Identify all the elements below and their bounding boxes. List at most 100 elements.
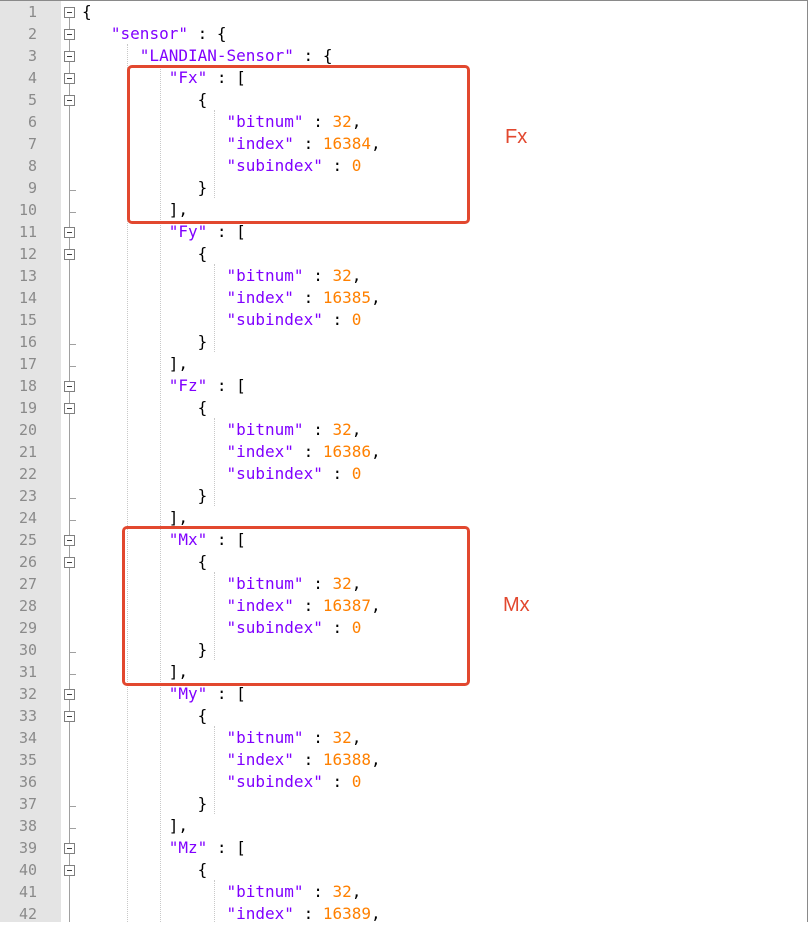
line-number: 35 [18, 751, 37, 769]
line-number: 29 [18, 619, 37, 637]
code-line[interactable]: { [82, 89, 208, 111]
line-number: 17 [18, 355, 37, 373]
code-line[interactable]: "subindex" : 0 [82, 463, 362, 485]
code-line[interactable]: { [82, 397, 208, 419]
json-key-token: "index" [226, 134, 294, 153]
fold-collapse-icon[interactable] [64, 381, 75, 392]
fold-end-marker [70, 520, 76, 521]
line-number: 20 [18, 421, 37, 439]
line-number: 13 [18, 267, 37, 285]
json-punctuation-token: ], [168, 354, 188, 373]
json-key-token: "Fx" [168, 68, 208, 87]
json-key-token: "My" [168, 684, 208, 703]
indent-whitespace [82, 420, 227, 439]
code-line[interactable]: ], [82, 507, 188, 529]
fold-collapse-icon[interactable] [64, 95, 75, 106]
fold-collapse-icon[interactable] [64, 227, 75, 238]
fold-collapse-icon[interactable] [64, 249, 75, 260]
code-line[interactable]: "bitnum" : 32, [82, 419, 362, 441]
json-key-token: "subindex" [226, 772, 323, 791]
code-line[interactable]: "index" : 16388, [82, 749, 381, 771]
code-line[interactable]: "Fx" : [ [82, 67, 246, 89]
fold-collapse-icon[interactable] [64, 73, 75, 84]
fold-collapse-icon[interactable] [64, 865, 75, 876]
code-line[interactable]: } [82, 177, 208, 199]
json-punctuation-token: , [371, 904, 381, 923]
fold-collapse-icon[interactable] [64, 843, 75, 854]
code-line[interactable]: "index" : 16387, [82, 595, 381, 617]
fold-collapse-icon[interactable] [64, 7, 75, 18]
indent-guide [214, 880, 215, 922]
window-top-border [0, 0, 808, 1]
fold-end-marker [70, 674, 76, 675]
code-line[interactable]: ], [82, 661, 188, 683]
line-number: 8 [27, 157, 37, 175]
json-number-token: 0 [351, 156, 362, 175]
indent-whitespace [82, 398, 198, 417]
code-line[interactable]: "index" : 16389, [82, 903, 381, 925]
json-punctuation-token: { [197, 398, 208, 417]
code-line[interactable]: "Fy" : [ [82, 221, 246, 243]
fold-collapse-icon[interactable] [64, 51, 75, 62]
code-line[interactable]: { [82, 243, 208, 265]
code-line[interactable]: "index" : 16385, [82, 287, 381, 309]
code-line[interactable]: ], [82, 199, 188, 221]
line-number: 33 [18, 707, 37, 725]
code-line[interactable]: } [82, 485, 208, 507]
code-line[interactable]: "subindex" : 0 [82, 771, 362, 793]
code-line[interactable]: "Fz" : [ [82, 375, 246, 397]
json-key-token: "bitnum" [226, 420, 304, 439]
code-line[interactable]: { [82, 551, 208, 573]
code-line[interactable]: } [82, 331, 208, 353]
code-line[interactable]: "subindex" : 0 [82, 309, 362, 331]
indent-whitespace [82, 46, 140, 65]
code-line[interactable]: { [82, 705, 208, 727]
json-key-token: "Mz" [168, 838, 208, 857]
line-number: 37 [18, 795, 37, 813]
fold-collapse-icon[interactable] [64, 557, 75, 568]
code-line[interactable]: ], [82, 815, 188, 837]
line-number-gutter [0, 1, 61, 922]
code-line[interactable]: "sensor" : { [82, 23, 227, 45]
fold-collapse-icon[interactable] [64, 403, 75, 414]
code-line[interactable]: "bitnum" : 32, [82, 265, 362, 287]
code-line[interactable]: "LANDIAN-Sensor" : { [82, 45, 333, 67]
indent-guide [214, 418, 215, 506]
indent-guide [160, 66, 161, 922]
code-line[interactable]: "index" : 16386, [82, 441, 381, 463]
code-line[interactable]: { [82, 859, 208, 881]
fold-collapse-icon[interactable] [64, 29, 75, 40]
json-punctuation-token: : { [187, 24, 227, 43]
code-line[interactable]: "index" : 16384, [82, 133, 381, 155]
fold-collapse-icon[interactable] [64, 711, 75, 722]
code-line[interactable]: "bitnum" : 32, [82, 573, 362, 595]
code-line[interactable]: } [82, 793, 208, 815]
code-line[interactable]: "My" : [ [82, 683, 246, 705]
code-line[interactable]: "Mx" : [ [82, 529, 246, 551]
json-punctuation-token: , [351, 420, 362, 439]
code-line[interactable]: "bitnum" : 32, [82, 727, 362, 749]
json-punctuation-token: } [197, 178, 208, 197]
line-number: 31 [18, 663, 37, 681]
json-punctuation-token: : [293, 596, 323, 615]
json-punctuation-token: : [322, 618, 352, 637]
code-line[interactable]: "subindex" : 0 [82, 155, 362, 177]
code-line[interactable]: } [82, 639, 208, 661]
code-line[interactable]: { [82, 1, 92, 23]
fold-collapse-icon[interactable] [64, 689, 75, 700]
indent-whitespace [82, 442, 227, 461]
fold-end-marker [70, 344, 76, 345]
code-line[interactable]: "bitnum" : 32, [82, 881, 362, 903]
code-line[interactable]: "bitnum" : 32, [82, 111, 362, 133]
json-punctuation-token: : [ [207, 684, 246, 703]
line-number: 19 [18, 399, 37, 417]
fold-collapse-icon[interactable] [64, 535, 75, 546]
json-punctuation-token: } [197, 332, 208, 351]
code-line[interactable]: "subindex" : 0 [82, 617, 362, 639]
fold-end-marker [70, 498, 76, 499]
json-number-token: 32 [332, 112, 352, 131]
code-line[interactable]: ], [82, 353, 188, 375]
json-number-token: 0 [351, 618, 362, 637]
indent-whitespace [82, 310, 227, 329]
code-line[interactable]: "Mz" : [ [82, 837, 246, 859]
